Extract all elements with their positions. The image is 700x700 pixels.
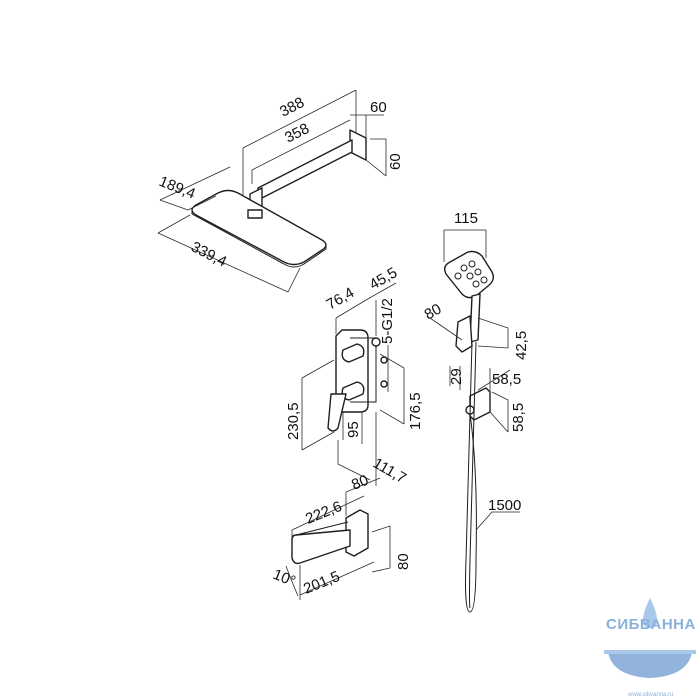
dim-line-80-side [371,525,391,573]
dim-29-label: 29 [448,368,465,385]
shower-hose [465,341,477,613]
dim-line-111 [337,412,377,486]
dim-115-label: 115 [454,210,478,227]
dim-388-label: 388 [277,94,307,121]
dim-line-58-h [477,368,511,392]
dim-line-176 [379,353,405,425]
mixer-upper-knob [341,343,365,363]
bathtub-icon [608,652,692,678]
bath-spout: 80 222,6 80 201,5 10° [271,472,412,600]
dim-176-label: 176,5 [407,392,424,430]
dim-45-label: 45,5 [367,264,401,293]
dim-line-1500 [475,511,520,531]
dim-80-side-label: 80 [395,553,412,570]
dim-line-115 [443,229,487,262]
dim-42-label: 42,5 [513,331,530,360]
mixer-outlet-mid [380,356,388,364]
dim-line-230 [301,359,335,451]
dim-80-top-label: 80 [349,472,371,494]
spout-top-edge [295,521,349,536]
dim-58-h-label: 58,5 [492,371,521,388]
dim-58-v-label: 58,5 [510,403,527,432]
dim-230-label: 230,5 [285,402,302,440]
dim-201-label: 201,5 [301,568,342,598]
head-connector [247,209,263,219]
dim-line-60-side [365,138,387,177]
dim-76-label: 76,4 [324,284,358,313]
mixer-outlet-low [380,380,388,388]
dim-line-189 [159,166,231,211]
overhead-shower: 388 358 60 60 189,4 339,4 [157,89,404,293]
head-edge [191,211,327,268]
shower-hose-inner [469,341,477,609]
dim-222-label: 222,6 [303,498,344,528]
dim-line-76 [335,299,367,334]
dim-line-42 [477,317,509,349]
dim-line-29 [449,366,461,390]
mixer-body [350,337,377,403]
dim-line-80-top [345,477,381,516]
dim-95-label: 95 [345,421,362,438]
dim-1500-label: 1500 [488,497,521,514]
dim-line-358 [251,119,351,184]
hand-shower-set: 115 80 42,5 29 58,5 58,5 1500 [422,210,530,613]
dim-line-45 [365,282,397,336]
shower-arm [257,139,353,201]
shower-holder [455,315,473,353]
concealed-mixer: 76,4 45,5 5-G1/2 230,5 176,5 95 111,7 [285,264,424,487]
mixer-outlet-top [371,337,381,347]
dim-line-58-v [489,391,509,433]
dim-line-60-top [350,114,384,138]
dim-60-side-label: 60 [387,153,404,170]
dim-80-hs-label: 80 [422,300,445,323]
sibvanna-logo: СИБВАННА www.sibvanna.ru [604,598,696,698]
dim-line-201 [299,561,375,600]
dim-line-222 [291,495,365,538]
mixer-lever [327,393,347,432]
dim-line-388 [242,89,357,196]
rain-shower-head [191,189,327,266]
dim-339-label: 339,4 [188,238,229,270]
logo-brand: СИБВАННА [606,616,696,633]
dim-line-angle [285,565,299,597]
spout-wall-flange [345,509,369,557]
dim-358-label: 358 [282,120,312,147]
logo-url: www.sibvanna.ru [627,692,673,698]
dim-60-top-label: 60 [370,99,387,116]
spout-body [291,529,351,565]
water-drop-icon [643,598,657,628]
wall-outlet [469,387,491,421]
dim-line-339 [157,214,301,293]
dim-thread-label: 5-G1/2 [379,298,396,344]
hand-shower-head [443,250,495,299]
dim-line-80-hs [429,317,463,341]
spray-nozzles [454,260,488,288]
bathtub-rim [604,650,696,654]
dim-line-95 [342,412,363,444]
